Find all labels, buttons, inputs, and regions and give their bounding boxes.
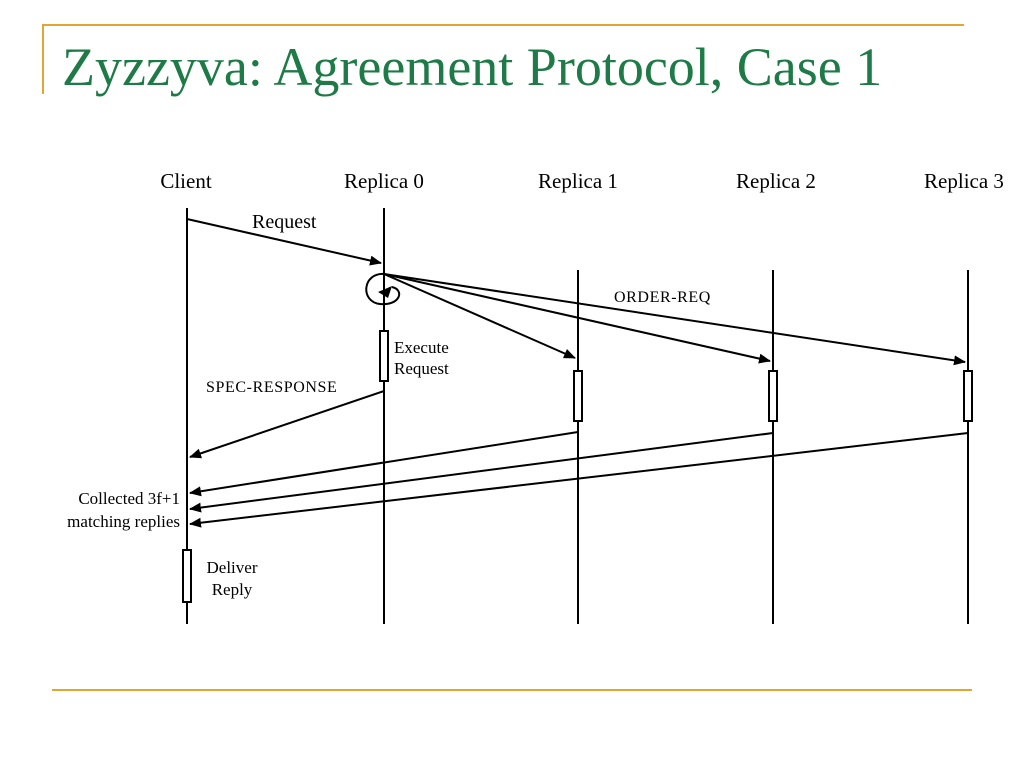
lane-label-replica-0: Replica 0	[344, 169, 424, 193]
title-top-rule	[42, 24, 964, 26]
title-left-rule	[42, 24, 44, 94]
self-loop-arrowhead	[378, 286, 392, 298]
execute-label-line1: Execute	[394, 338, 449, 357]
order-req-arrow-replica-2	[383, 273, 771, 364]
lane-label-replica-3: Replica 3	[924, 169, 1004, 193]
spec-response-arrow-replica-2	[189, 432, 774, 513]
deliver-label-line2: Reply	[212, 580, 253, 599]
lane-label-client: Client	[160, 169, 211, 193]
self-loop-arrow	[365, 272, 401, 306]
execute-label-line2: Request	[394, 359, 449, 378]
replica-1-activity-box	[573, 370, 583, 422]
deliver-activity-box	[182, 549, 192, 603]
execute-activity-box	[379, 330, 389, 382]
collected-replies-line2: matching replies	[67, 512, 180, 531]
deliver-label-line1: Deliver	[207, 558, 258, 577]
replica-2-activity-box	[768, 370, 778, 422]
order-req-label: ORDER-REQ	[614, 289, 711, 306]
collected-replies-line1: Collected 3f+1	[78, 489, 180, 508]
request-label: Request	[252, 211, 317, 233]
lane-label-replica-1: Replica 1	[538, 169, 618, 193]
lane-label-replica-2: Replica 2	[736, 169, 816, 193]
order-req-arrow-replica-3	[383, 273, 966, 366]
slide-title: Zyzzyva: Agreement Protocol, Case 1	[62, 37, 883, 97]
spec-response-arrow-replica-3	[189, 432, 969, 528]
spec-response-label: SPEC-RESPONSE	[206, 379, 337, 396]
spec-response-arrow-replica-1	[189, 431, 579, 497]
spec-response-arrow-replica-0	[189, 390, 385, 459]
request-arrow	[186, 218, 382, 266]
order-req-arrow-replica-1	[383, 273, 576, 359]
replica-3-activity-box	[963, 370, 973, 422]
bottom-rule	[52, 689, 972, 691]
